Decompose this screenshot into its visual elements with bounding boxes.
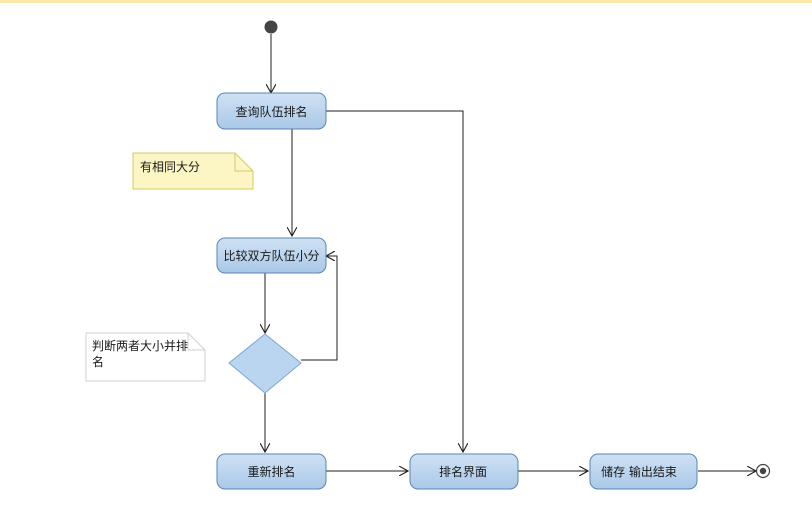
- action-compare-scores-label: 比较双方队伍小分: [223, 248, 319, 263]
- action-rerank[interactable]: 重新排名: [216, 453, 327, 490]
- final-node[interactable]: [755, 463, 771, 479]
- action-rank-view-label: 排名界面: [439, 464, 487, 479]
- action-query-rank-label: 查询队伍排名: [235, 104, 307, 119]
- note-same-score[interactable]: 有相同大分: [132, 152, 254, 190]
- action-store-output-label: 储存 输出结束: [601, 464, 677, 479]
- edges: [265, 34, 756, 471]
- note-same-score-text: 有相同大分: [140, 160, 200, 174]
- note-judge-and-rank[interactable]: 判断两者大小并排 名: [85, 332, 206, 382]
- decision-node[interactable]: [228, 333, 302, 394]
- action-rank-view[interactable]: 排名界面: [409, 453, 519, 490]
- note-judge-line1: 判断两者大小并排: [92, 338, 188, 353]
- action-rerank-label: 重新排名: [247, 464, 295, 479]
- action-query-rank[interactable]: 查询队伍排名: [216, 92, 327, 130]
- edge-decision-loop-to-compare: [301, 256, 338, 361]
- action-compare-scores[interactable]: 比较双方队伍小分: [216, 237, 327, 274]
- edge-query-to-rankview: [326, 110, 463, 452]
- action-store-output[interactable]: 储存 输出结束: [589, 453, 698, 490]
- note-judge-line2: 名: [92, 354, 104, 369]
- top-border-strip: [0, 0, 812, 3]
- initial-node[interactable]: [264, 20, 278, 34]
